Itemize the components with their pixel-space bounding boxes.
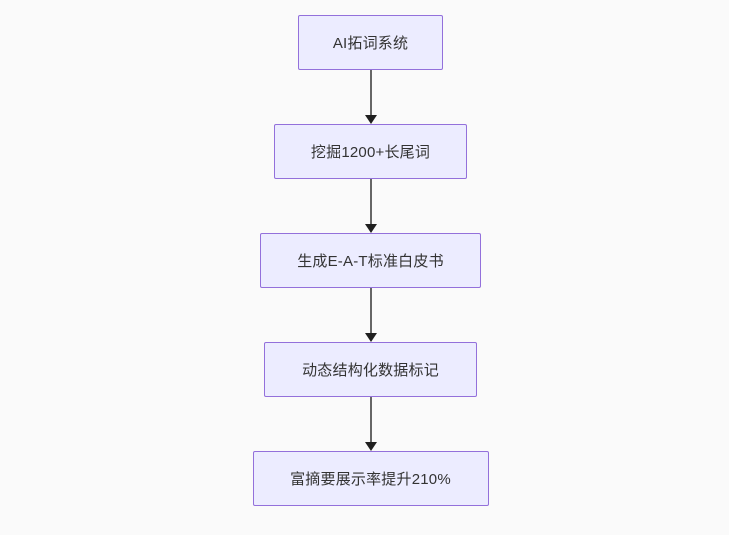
flow-node-eat-whitepaper: 生成E-A-T标准白皮书 [260,233,481,288]
arrow-line [369,179,372,224]
arrowhead-down-icon [364,333,377,342]
arrow-line [369,397,372,442]
arrow-b-to-c [364,179,377,233]
arrow-d-to-e [364,397,377,451]
arrowhead-down-icon [364,115,377,124]
flowchart-column: AI拓词系统 挖掘1200+长尾词 生成E-A-T标准白皮书 动态结构化数据标记 [252,15,489,506]
arrow-c-to-d [364,288,377,342]
flow-node-structured-data: 动态结构化数据标记 [264,342,477,397]
flow-node-rich-snippet-result: 富摘要展示率提升210% [252,451,489,506]
arrow-line [369,70,372,115]
flow-node-ai-system-label: AI拓词系统 [332,35,409,52]
arrow-a-to-b [364,70,377,124]
flow-node-eat-whitepaper-label: 生成E-A-T标准白皮书 [297,253,444,270]
flow-node-longtail-mining: 挖掘1200+长尾词 [274,124,467,179]
flow-node-longtail-mining-label: 挖掘1200+长尾词 [310,144,431,161]
flow-node-structured-data-label: 动态结构化数据标记 [302,362,439,379]
arrowhead-down-icon [364,442,377,451]
flow-node-rich-snippet-result-label: 富摘要展示率提升210% [290,471,451,488]
arrowhead-down-icon [364,224,377,233]
flow-node-ai-system: AI拓词系统 [298,15,443,70]
arrow-line [369,288,372,333]
